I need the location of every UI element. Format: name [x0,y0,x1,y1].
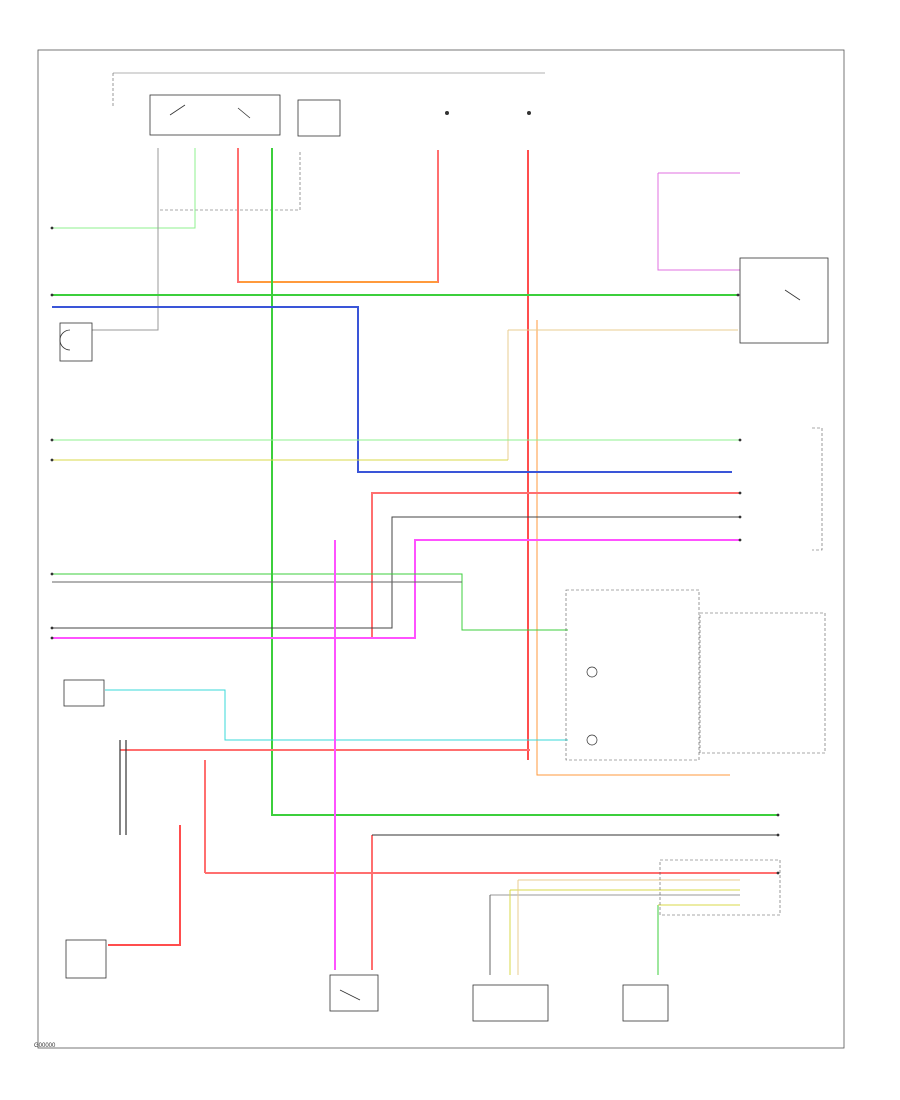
diagram-code: G00000 [34,1043,56,1049]
bottom-switch-2 [472,984,549,1022]
connector-pins [50,226,780,875]
bottom-left-sensor [65,939,107,979]
diagram-border [37,49,845,1049]
top-distribution [112,72,545,211]
right-relay-module [739,257,829,344]
control-module-dashed [565,589,700,761]
fuse-box-component [297,99,341,137]
small-module [63,679,105,707]
bottom-switch-3 [622,984,669,1022]
right-bottom-connector [659,859,781,916]
components [59,257,829,1022]
right-control-box [699,612,826,754]
left-sensor-box [59,322,93,362]
wires [52,148,778,975]
bottom-switch-1 [329,974,379,1012]
ignition-relay [149,94,281,136]
